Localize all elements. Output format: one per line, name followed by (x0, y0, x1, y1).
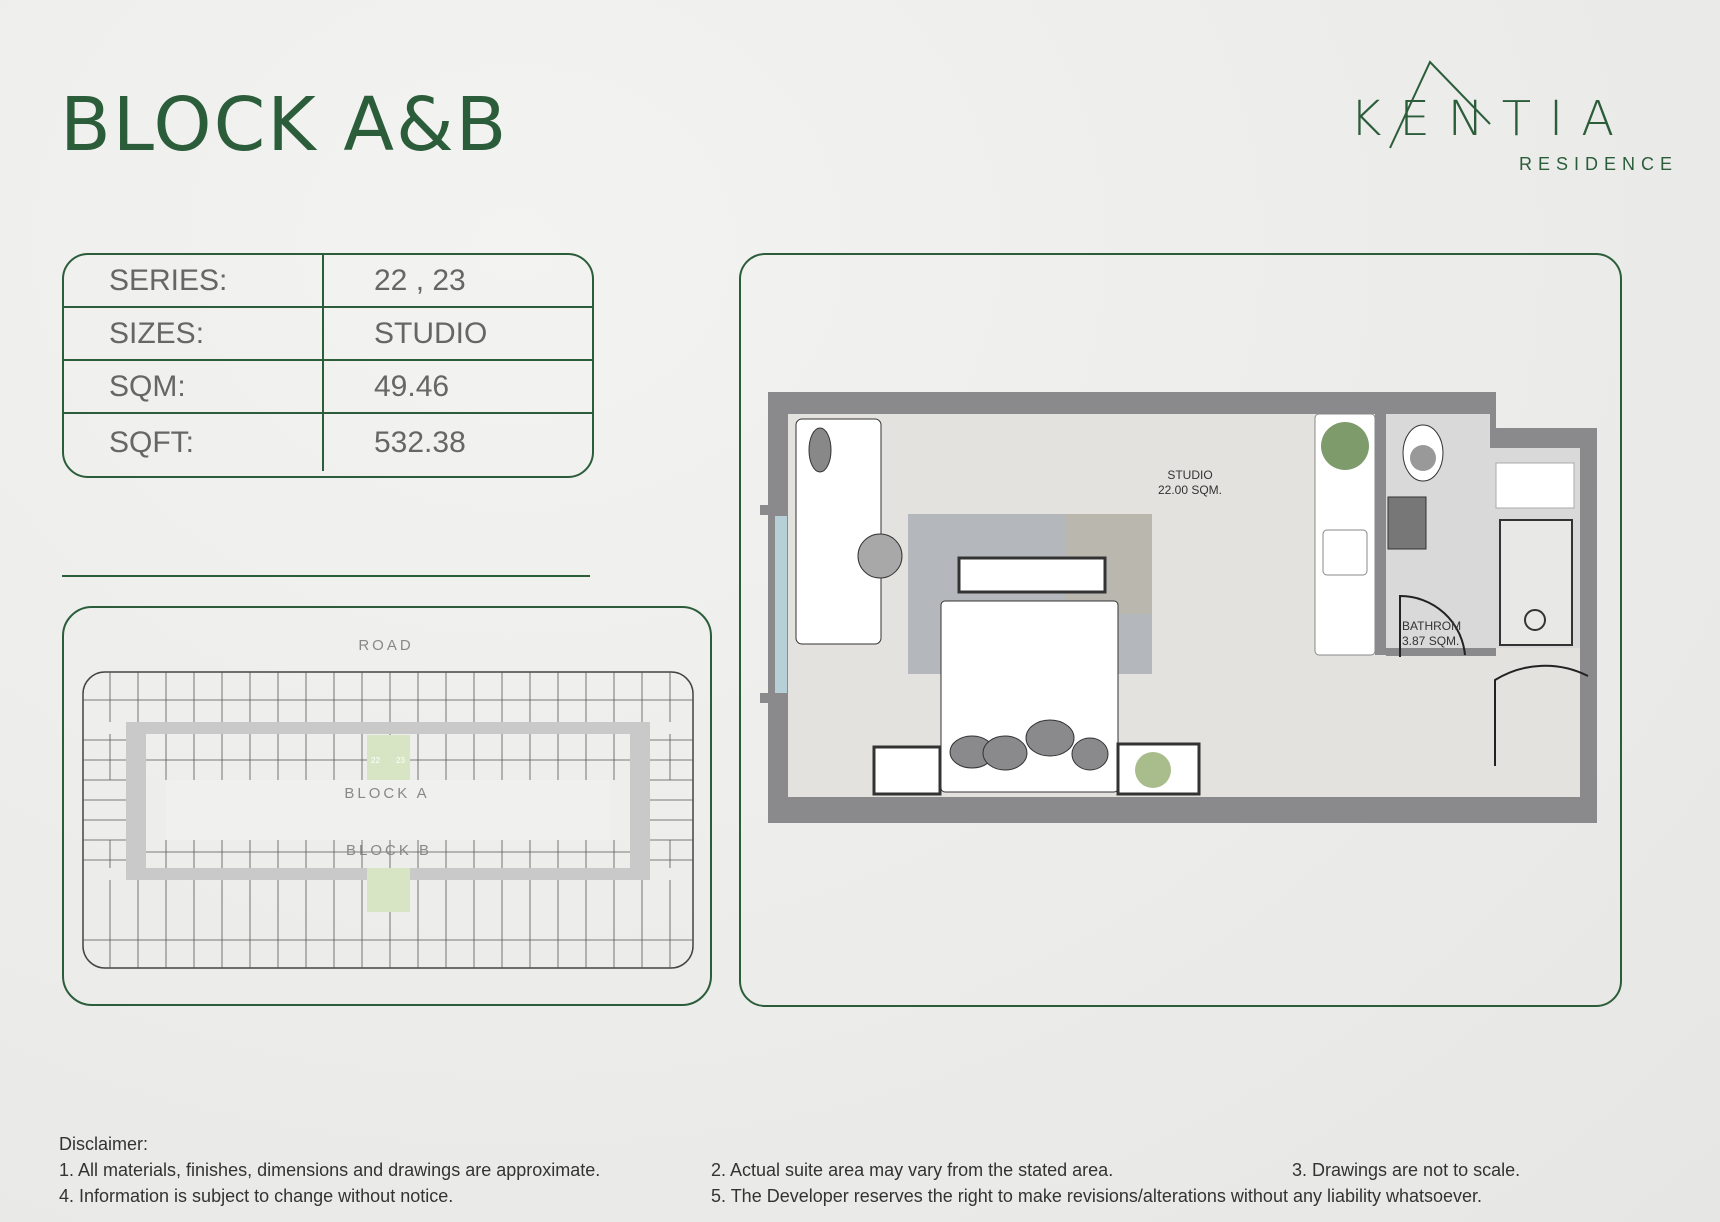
highlight-units-block-a (367, 735, 410, 780)
shower-drain-icon (1524, 609, 1546, 631)
spec-row-sizes: SIZES: STUDIO (64, 308, 592, 361)
toilet-seat (1410, 445, 1436, 471)
pillows (949, 719, 1109, 771)
plant-icon (1321, 422, 1369, 470)
bathroom-area: 3.87 SQM. (1402, 634, 1459, 648)
entry-door (1494, 664, 1589, 766)
nightstand-left (872, 745, 942, 796)
shower-grate (1495, 462, 1575, 509)
spec-row-sqm: SQM: 49.46 (64, 361, 592, 414)
courtyard (166, 780, 610, 840)
plant-icon (1135, 752, 1171, 788)
site-plan-frame (62, 606, 712, 1006)
unit-23-label: 23 (396, 756, 405, 765)
wall-stub (760, 693, 788, 703)
page-title: BLOCK A&B (60, 82, 509, 168)
round-table (857, 533, 903, 579)
spec-table: SERIES: 22 , 23 SIZES: STUDIO SQM: 49.46 SQ… (62, 253, 594, 478)
spec-row-series: SERIES: 22 , 23 (64, 255, 592, 308)
disclaimer-item: 4. Information is subject to change with… (59, 1186, 454, 1206)
spec-row-sqft: SQFT: 532.38 (64, 414, 592, 471)
disclaimer-heading: Disclaimer: (59, 1134, 149, 1154)
highlight-units-block-b (367, 868, 410, 912)
disclaimer-item: 3. Drawings are not to scale. (1292, 1160, 1521, 1180)
spec-value: STUDIO (374, 316, 488, 350)
kentia-logo: KENTIA RESIDENCE (1350, 58, 1690, 188)
spec-label: SERIES: (64, 255, 324, 306)
bathroom-wall (1375, 414, 1386, 655)
sofa (795, 418, 882, 645)
bathroom-label: BATHROM (1402, 619, 1461, 633)
roof-icon (1389, 60, 1491, 149)
section-divider (62, 575, 590, 577)
road-label: ROAD (358, 637, 413, 654)
disclaimer-item: 1. All materials, finishes, dimensions a… (59, 1160, 601, 1180)
shower-tray (1499, 519, 1573, 646)
spec-label: SQM: (64, 361, 324, 412)
spec-value: 532.38 (374, 425, 466, 459)
bathroom-sink (1387, 496, 1427, 550)
block-b-label: BLOCK B (346, 842, 432, 859)
logo-wordmark: KENTIA (1350, 91, 1633, 147)
spec-label: SIZES: (64, 308, 324, 359)
kitchen-sink (1322, 529, 1368, 576)
logo-subtitle: RESIDENCE (1518, 154, 1678, 174)
bench (957, 556, 1107, 594)
spec-value: 22 , 23 (374, 263, 466, 297)
floor-plan-frame (739, 253, 1622, 1007)
disclaimer-item: 5. The Developer reserves the right to m… (711, 1186, 1483, 1206)
spec-label: SQFT: (64, 414, 324, 471)
studio-label: STUDIO (1167, 468, 1212, 482)
cushion (808, 427, 832, 473)
disclaimer-item: 2. Actual suite area may vary from the s… (711, 1160, 1114, 1180)
block-a-label: BLOCK A (344, 785, 429, 802)
window (775, 516, 787, 693)
bathroom-door (1399, 594, 1466, 657)
bathroom-wall-bottom (1386, 648, 1496, 656)
spec-value: 49.46 (374, 369, 450, 403)
wall-stub (760, 505, 788, 515)
studio-area: 22.00 SQM. (1158, 483, 1222, 497)
unit-22-label: 22 (371, 756, 380, 765)
